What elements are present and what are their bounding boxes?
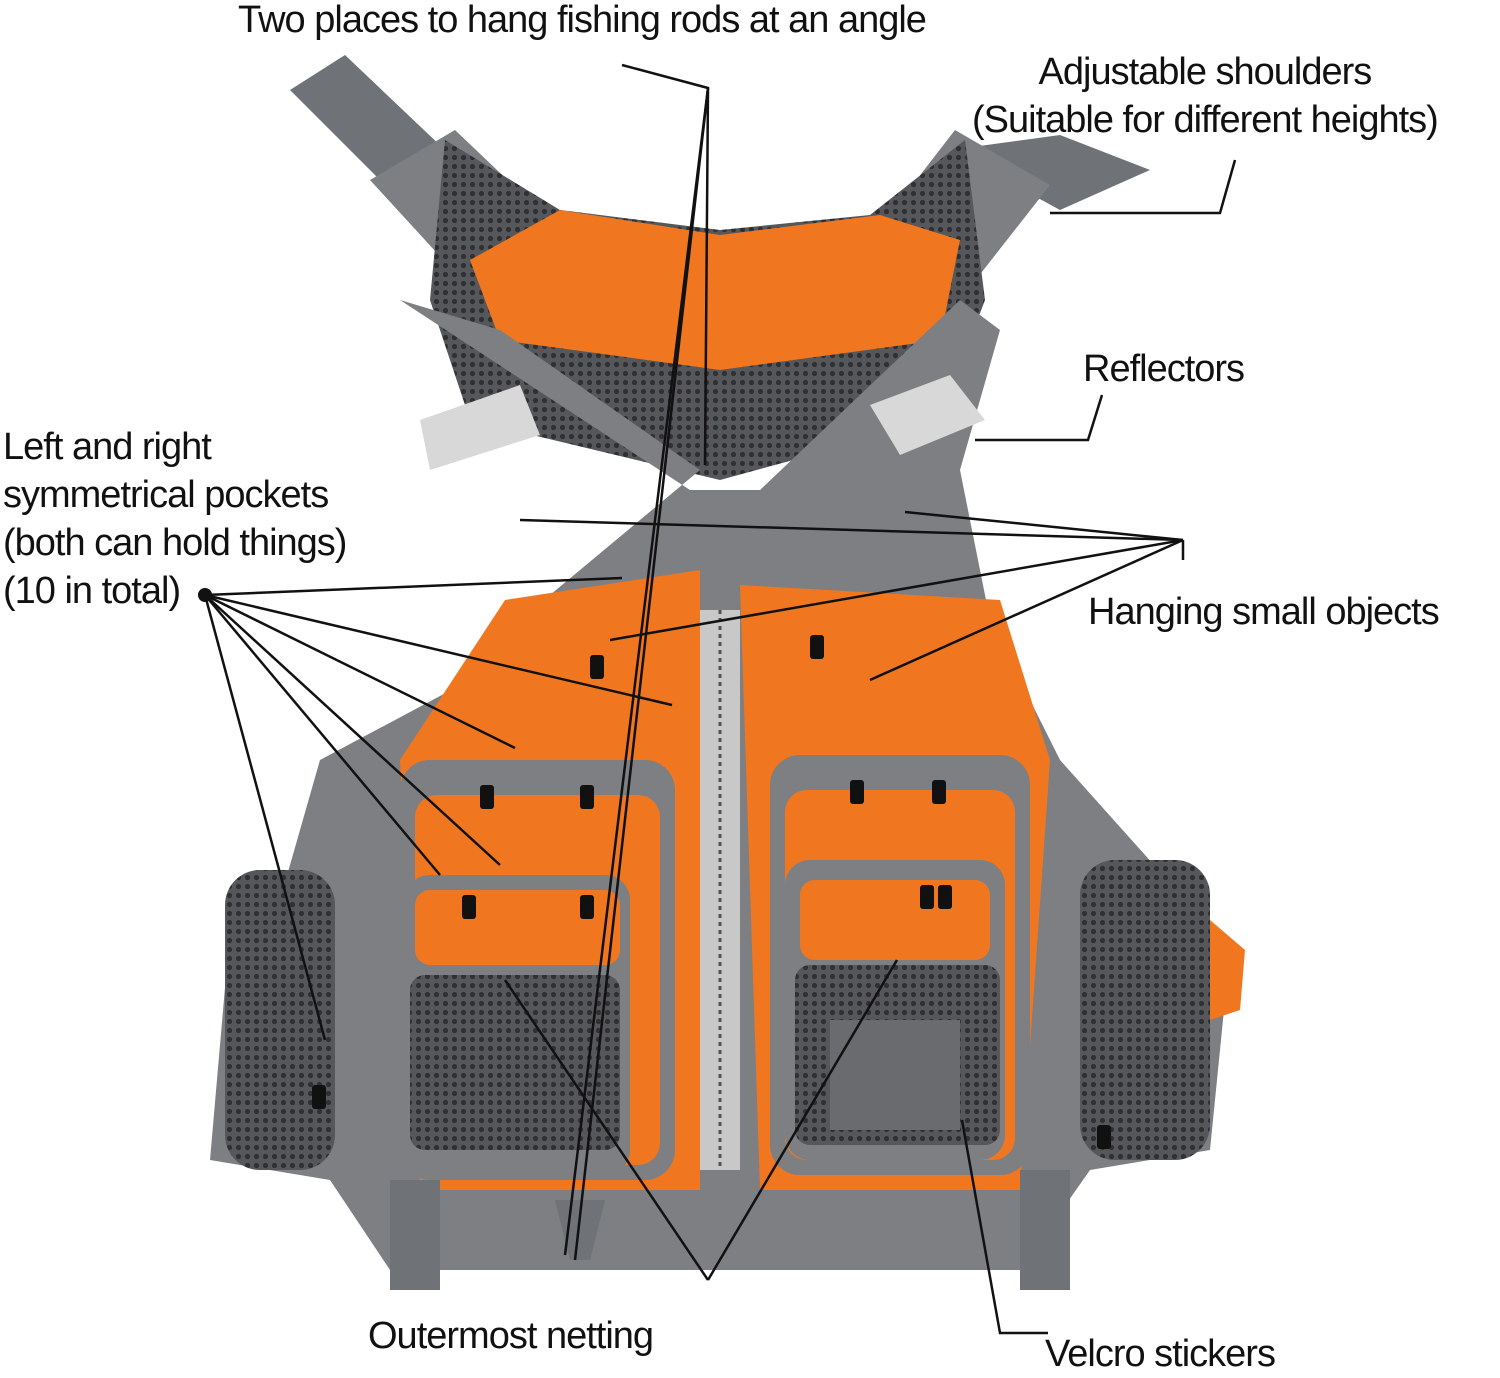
label-shoulders-line2: (Suitable for different heights) xyxy=(972,99,1439,141)
zipper-pulls xyxy=(312,635,1111,1149)
left-side-mesh xyxy=(225,870,335,1170)
waist-strap-right xyxy=(1020,1170,1070,1290)
orange-collar xyxy=(470,210,960,370)
velcro-patch xyxy=(830,1020,960,1130)
right-flap xyxy=(1210,920,1245,1020)
label-outermost-netting: Outermost netting xyxy=(368,1315,654,1357)
label-reflectors: Reflectors xyxy=(1083,348,1245,390)
reflector-right xyxy=(870,375,985,455)
label-fishing-rods: Two places to hang fishing rods at an an… xyxy=(238,0,927,41)
left-pocket-netting xyxy=(410,975,620,1150)
label-pockets-line3: (both can hold things) xyxy=(3,522,347,564)
label-pockets: Left and right symmetrical pockets (both… xyxy=(3,423,347,615)
leader-lines xyxy=(203,63,1237,1335)
reflector-left xyxy=(420,385,540,470)
label-velcro-stickers: Velcro stickers xyxy=(1045,1333,1276,1375)
label-pockets-line2: symmetrical pockets xyxy=(3,474,329,516)
label-pockets-line4: (10 in total) xyxy=(3,570,181,612)
label-adjustable-shoulders: Adjustable shoulders (Suitable for diffe… xyxy=(972,48,1439,144)
right-side-mesh xyxy=(1080,860,1210,1160)
label-shoulders-line1: Adjustable shoulders xyxy=(1038,51,1373,93)
label-pockets-line1: Left and right xyxy=(3,426,212,468)
label-hanging-objects: Hanging small objects xyxy=(1088,591,1440,633)
waist-strap-left xyxy=(390,1180,440,1290)
